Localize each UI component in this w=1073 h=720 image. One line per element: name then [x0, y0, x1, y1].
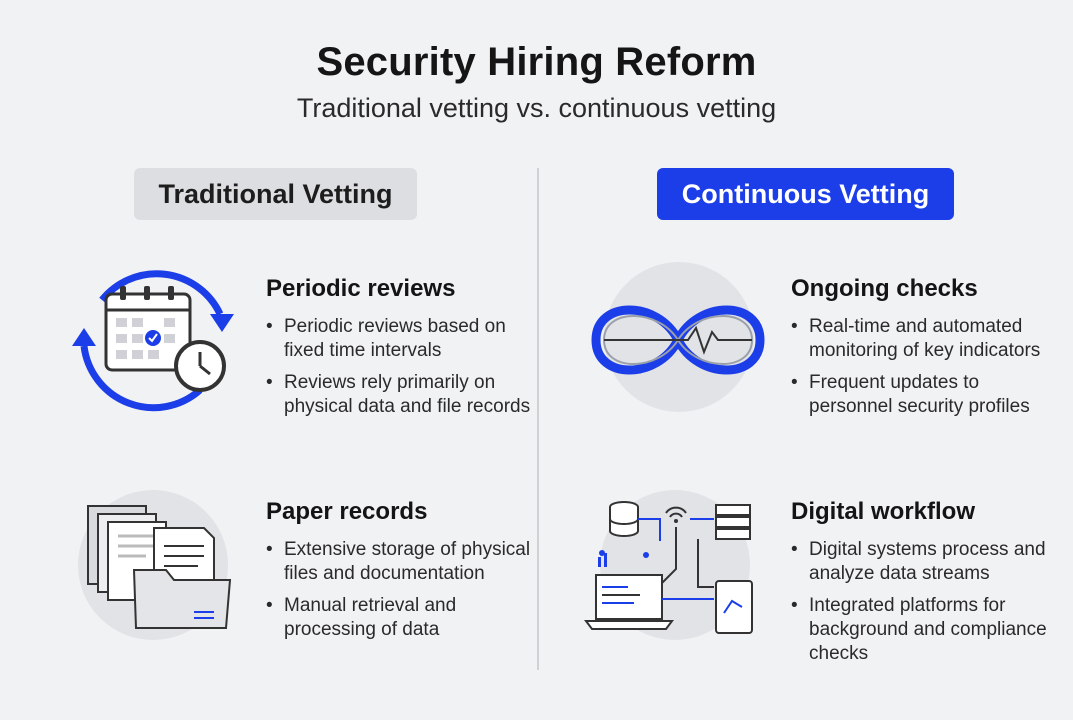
list-item: Manual retrieval and processing of data — [266, 594, 534, 642]
page-subtitle: Traditional vetting vs. continuous vetti… — [296, 93, 777, 123]
column-divider — [537, 168, 539, 670]
list-item: Frequent updates to personnel security p… — [791, 371, 1061, 419]
section-heading: Periodic reviews — [266, 275, 456, 302]
section-heading: Digital workflow — [791, 498, 976, 525]
list-item: Periodic reviews based on fixed time int… — [266, 315, 531, 363]
list-item: Real-time and automated monitoring of ke… — [791, 315, 1061, 363]
paper-files-icon — [87, 505, 232, 629]
ongoing-checks-block: Ongoing checks Real-time and automated m… — [791, 275, 1061, 427]
infinity-pulse-icon — [591, 305, 765, 375]
digital-workflow-block: Digital workflow Digital systems process… — [791, 498, 1061, 674]
page-title: Security Hiring Reform — [316, 40, 757, 84]
traditional-vetting-label: Traditional Vetting — [134, 168, 417, 220]
section-heading: Ongoing checks — [791, 275, 978, 302]
paper-records-block: Paper records Extensive storage of physi… — [266, 498, 534, 650]
list-item: Digital systems process and analyze data… — [791, 538, 1061, 586]
periodic-reviews-block: Periodic reviews Periodic reviews based … — [266, 275, 531, 427]
list-item: Integrated platforms for background and … — [791, 594, 1061, 666]
list-item: Extensive storage of physical files and … — [266, 538, 534, 586]
continuous-vetting-label: Continuous Vetting — [657, 168, 954, 220]
section-heading: Paper records — [266, 498, 428, 525]
calendar-clock-icon — [72, 270, 234, 412]
list-item: Reviews rely primarily on physical data … — [266, 371, 531, 419]
digital-network-icon — [584, 501, 753, 634]
